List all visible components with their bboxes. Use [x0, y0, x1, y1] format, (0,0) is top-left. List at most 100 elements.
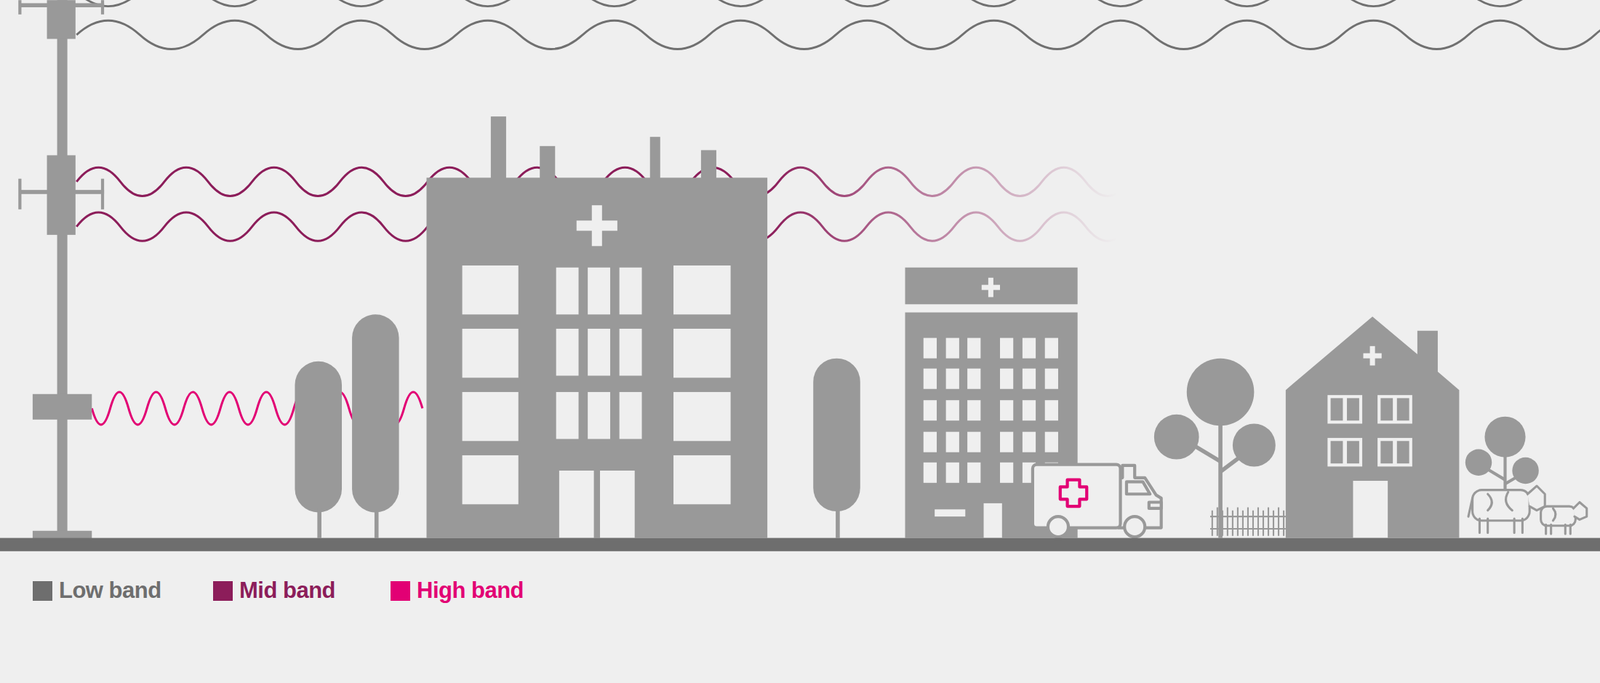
cross-symbol [1370, 346, 1376, 366]
window-pane [1380, 440, 1393, 464]
antenna-block [47, 154, 76, 235]
window [556, 328, 579, 376]
window [673, 265, 731, 315]
tree-crown [1484, 416, 1526, 458]
legend-label: High band [416, 577, 524, 604]
window [673, 455, 731, 504]
window-pane [1330, 397, 1344, 421]
antenna-crossbar [20, 189, 104, 195]
ambulance [1032, 464, 1162, 538]
low-band-wave [76, 20, 1600, 49]
window-pane [1330, 440, 1344, 464]
wheel [1124, 516, 1145, 537]
tree-crown [813, 358, 861, 512]
large-hospital [426, 116, 768, 538]
cow [1541, 501, 1587, 534]
door [984, 503, 1003, 539]
house [1285, 316, 1460, 538]
legend-item: Low band [32, 577, 162, 604]
window [587, 392, 611, 440]
fence [1210, 506, 1286, 536]
chimney [490, 116, 507, 180]
mast-base [32, 530, 92, 539]
legend-swatch [213, 581, 233, 601]
legend-item: Mid band [213, 577, 336, 604]
ground-line [0, 538, 1600, 552]
door-divider [594, 470, 600, 539]
tree-crown [1512, 457, 1539, 484]
window [462, 392, 519, 441]
tree-crown [1232, 423, 1276, 467]
window [619, 267, 643, 315]
legend-item: High band [390, 577, 524, 604]
antenna-tick [18, 0, 22, 15]
window [1327, 437, 1363, 467]
cow [1468, 485, 1545, 534]
window-pane [1380, 397, 1393, 421]
tree-trunk [374, 508, 379, 539]
low-band-wave [76, 0, 1600, 7]
antenna-mast [18, 0, 104, 539]
window [673, 392, 731, 441]
sign-plate [934, 509, 966, 517]
window [462, 265, 519, 315]
cross-symbol [1060, 480, 1087, 507]
legend-swatch [390, 581, 411, 601]
tree-trunk [317, 508, 322, 539]
window-pane [1397, 397, 1410, 421]
hospital-sign [905, 267, 1078, 305]
tree [1465, 416, 1539, 501]
tree-trunk [835, 508, 840, 539]
window [1377, 394, 1413, 424]
window-grid [923, 338, 1059, 483]
ambulance-body [1032, 464, 1121, 528]
tree-crown [1186, 358, 1255, 427]
legend-label: Low band [58, 577, 162, 604]
door [1352, 480, 1388, 539]
wheel [1048, 516, 1069, 537]
house-body [1285, 316, 1460, 538]
antenna-tick [101, 178, 104, 210]
window-pane [1346, 440, 1360, 464]
cross-symbol [592, 205, 603, 246]
window [556, 392, 579, 440]
window [556, 267, 579, 315]
chimney [539, 146, 555, 180]
window [619, 392, 643, 440]
legend-swatch [32, 581, 53, 601]
cross-symbol [988, 277, 994, 298]
window [619, 328, 643, 376]
trees [294, 314, 860, 538]
tree [1154, 358, 1276, 539]
antenna-crossbar [20, 2, 104, 8]
window-pane [1397, 440, 1410, 464]
door [559, 470, 635, 539]
cows [1468, 485, 1587, 534]
antenna-tick [18, 178, 22, 210]
window [587, 267, 611, 315]
window [462, 455, 519, 504]
window-pane [1346, 397, 1360, 421]
legend-label: Mid band [239, 577, 336, 604]
tree-crown [1465, 449, 1492, 476]
chimney [650, 136, 661, 180]
antenna-block [32, 394, 92, 420]
chimney [701, 149, 717, 180]
building-body [426, 177, 768, 538]
window [1377, 437, 1413, 467]
window [462, 328, 519, 378]
window [673, 328, 731, 378]
tree-crown [294, 361, 342, 513]
ambulance-bumper [1149, 501, 1162, 508]
window [587, 328, 611, 376]
tree-crown [352, 314, 400, 512]
mast-pole [57, 0, 68, 538]
tree-crown [1154, 414, 1200, 460]
low-band-waves [76, 0, 1600, 50]
antenna-tick [101, 0, 104, 15]
ambulance-window [1126, 481, 1150, 494]
window [1327, 394, 1363, 424]
